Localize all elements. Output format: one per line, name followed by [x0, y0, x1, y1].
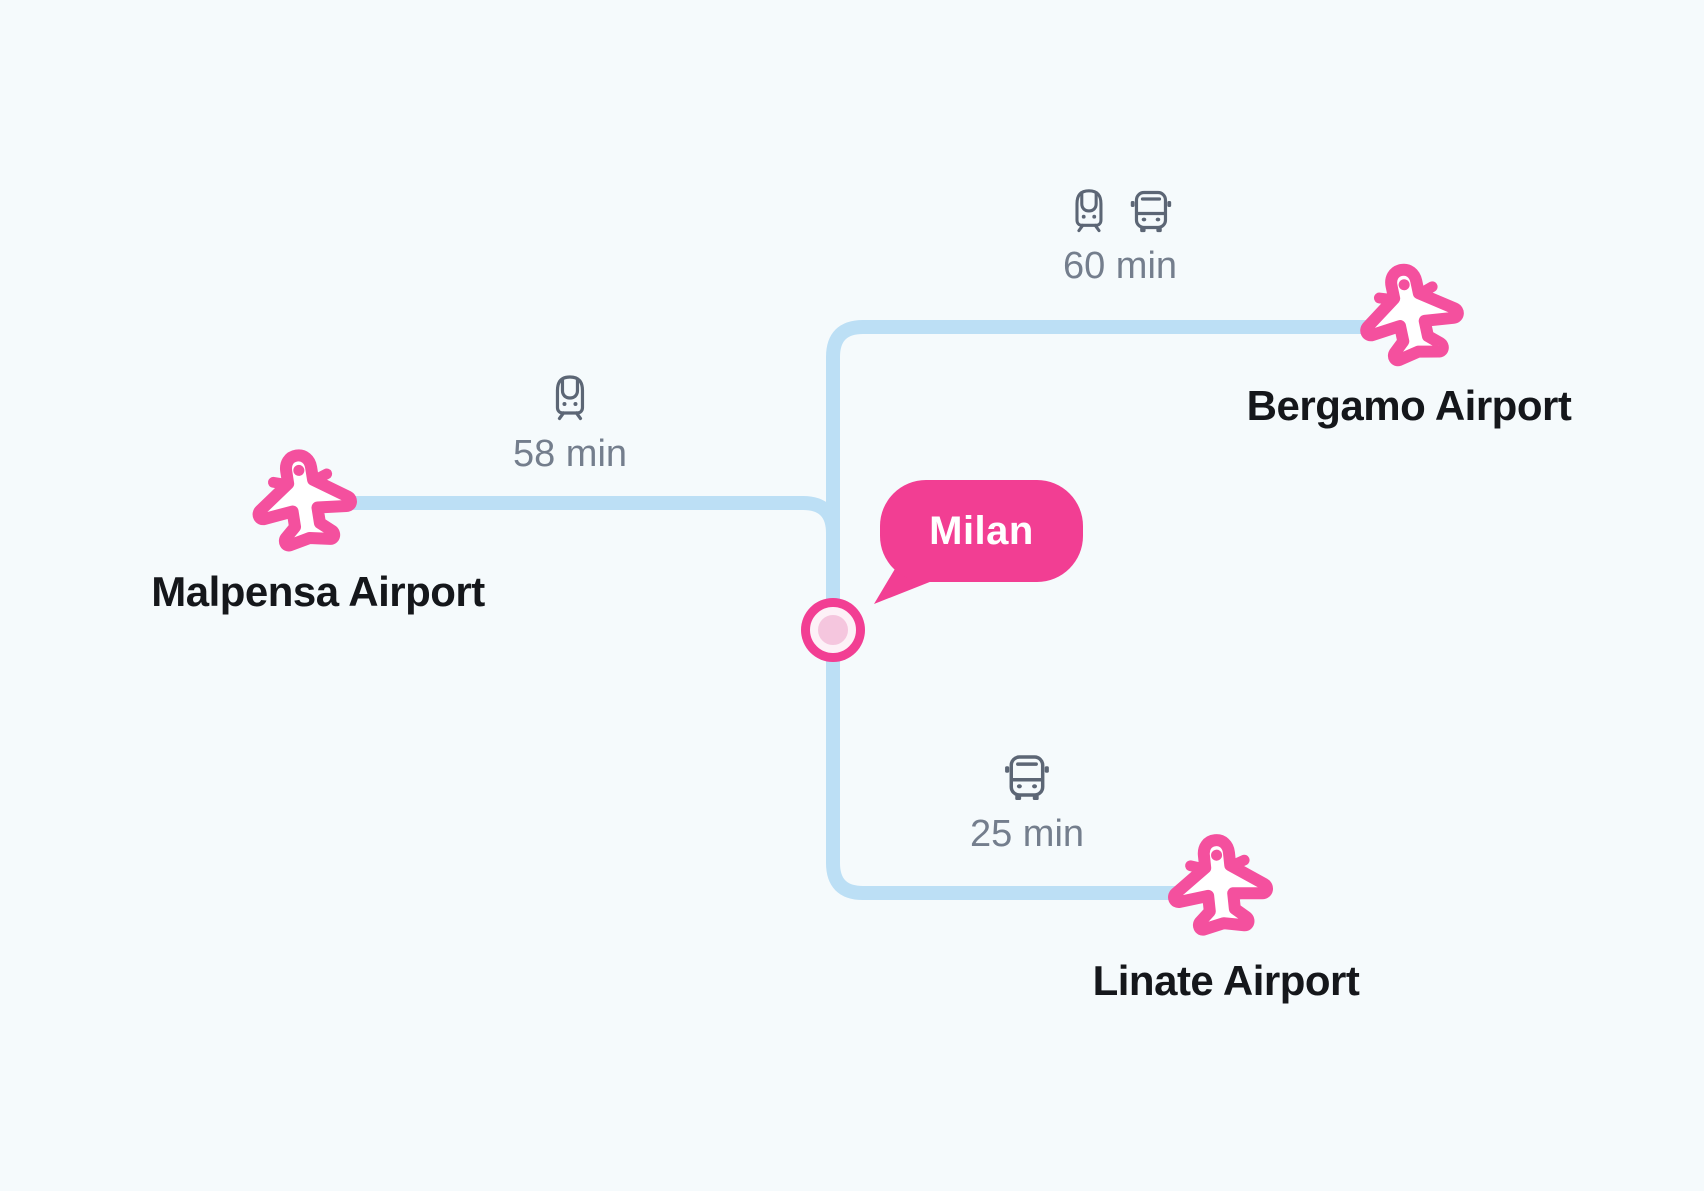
transit-info-bergamo: 60 min: [1063, 186, 1177, 288]
duration-text-linate: 25 min: [969, 813, 1085, 855]
milan-label: Milan: [929, 508, 1034, 553]
airport-label-linate: Linate Airport: [1092, 957, 1360, 1004]
city-marker: [801, 598, 865, 662]
plane-icon: [235, 434, 372, 571]
mode-icons: [1001, 750, 1053, 802]
duration-text-malpensa: 58 min: [512, 433, 628, 475]
mode-icons: [1066, 186, 1175, 234]
city-marker-ring: [810, 607, 856, 653]
milan-bubble: Milan: [880, 480, 1083, 582]
train-icon: [1074, 189, 1103, 233]
transit-info-malpensa: 58 min: [513, 372, 627, 476]
train-icon: [555, 375, 585, 421]
airport-label-malpensa: Malpensa Airport: [151, 568, 485, 615]
bus-icon: [1128, 190, 1173, 234]
plane-icon: [1154, 822, 1286, 954]
duration-text-bergamo: 60 min: [1062, 245, 1178, 287]
mode-icons: [546, 372, 594, 422]
transit-info-linate: 25 min: [970, 750, 1084, 856]
airport-label-bergamo: Bergamo Airport: [1246, 382, 1572, 429]
route-malpensa: [343, 496, 840, 592]
plane-icon: [1340, 246, 1482, 388]
bus-icon: [1003, 755, 1051, 802]
